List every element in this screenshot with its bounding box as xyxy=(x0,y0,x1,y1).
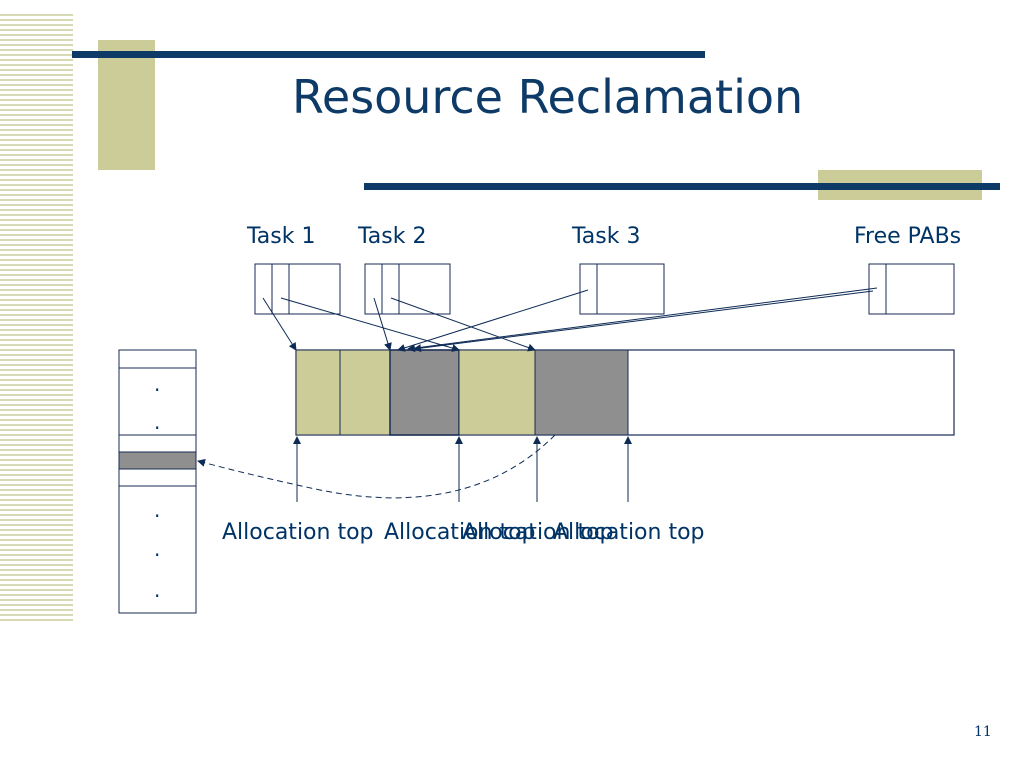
memory-segment-4 xyxy=(458,349,536,436)
allocation-top-label-1: Allocation top xyxy=(222,520,374,545)
memory-list xyxy=(118,349,197,614)
free-pabs-box xyxy=(868,263,955,315)
list-dot: . xyxy=(154,498,161,522)
free-pabs-label: Free PABs xyxy=(854,224,962,249)
decorative-stripes xyxy=(0,14,73,622)
arrow-task2-a xyxy=(373,297,392,351)
arrow-task1-b xyxy=(280,297,460,352)
memory-segment-1 xyxy=(295,349,341,436)
reclaim-dashed-arrow xyxy=(197,434,556,499)
list-dot: . xyxy=(154,578,161,602)
title-top-rule xyxy=(72,51,705,58)
slide-title: Resource Reclamation xyxy=(292,70,804,124)
allocation-top-label-4: Allocation top xyxy=(553,520,705,545)
task-2-label: Task 2 xyxy=(358,224,427,249)
page-number: 11 xyxy=(974,724,992,740)
task-2-pab-box xyxy=(364,263,451,315)
memory-segment-2 xyxy=(339,349,391,436)
task-1-label: Task 1 xyxy=(247,224,316,249)
list-dot: . xyxy=(154,410,161,434)
arrow-free-pab-2 xyxy=(413,290,874,353)
memory-bar xyxy=(295,349,955,436)
title-bottom-rule xyxy=(364,183,1000,190)
list-dot: . xyxy=(154,537,161,561)
list-dot: . xyxy=(154,372,161,396)
arrow-task1-a xyxy=(262,297,297,351)
title-accent-block xyxy=(98,40,155,170)
allocation-top-label-2: Allocation top xyxy=(384,520,536,545)
reclaimed-entry xyxy=(118,451,197,470)
memory-segment-3 xyxy=(389,349,460,436)
task-3-pab-box xyxy=(579,263,665,315)
task-3-label: Task 3 xyxy=(572,224,641,249)
arrow-free-pab-1 xyxy=(407,287,878,353)
arrow-task3 xyxy=(397,289,589,352)
allocation-top-label-3: Allocation top xyxy=(462,520,614,545)
memory-segment-5 xyxy=(534,349,629,436)
arrow-task2-b xyxy=(390,297,536,352)
task-1-pab-box xyxy=(254,263,341,315)
